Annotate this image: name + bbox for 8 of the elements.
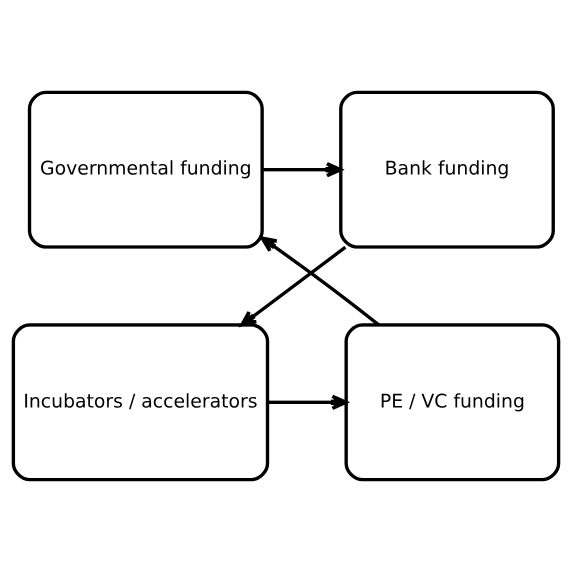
node-box: PE / VC funding <box>344 322 560 481</box>
arrow <box>240 245 346 326</box>
arrow <box>262 161 342 177</box>
node-box: Incubators / accelerators <box>12 322 270 481</box>
arrow <box>268 394 348 410</box>
node-box: Governmental funding <box>28 90 264 248</box>
arrow <box>260 236 380 326</box>
node-box: Bank funding <box>339 90 555 248</box>
